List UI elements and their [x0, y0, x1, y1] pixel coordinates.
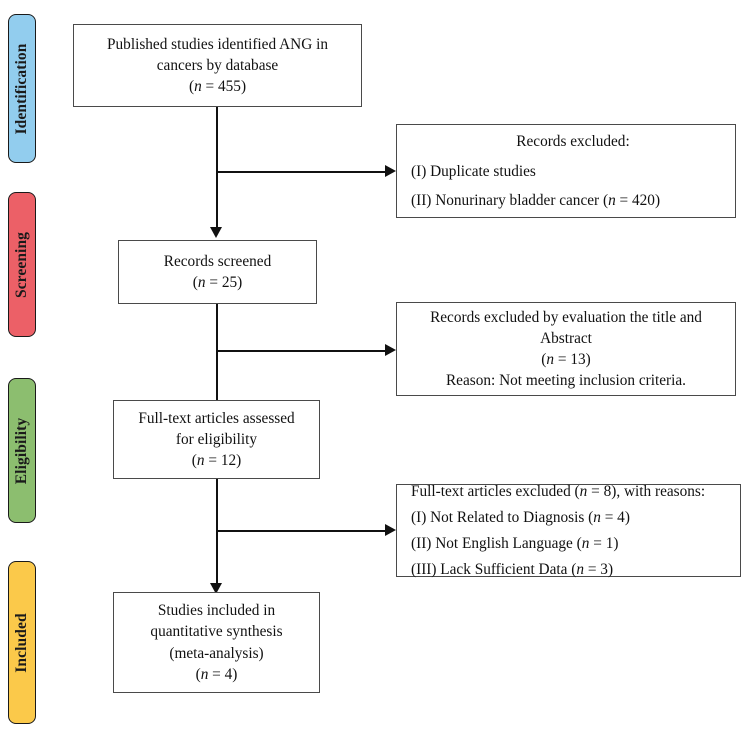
records-screened-line-1: Records screened — [163, 252, 272, 270]
excluded-title-abstract-line-2: Abstract — [540, 329, 592, 347]
exclusion-box-records-excluded: Records excluded: (I) Duplicate studies … — [396, 124, 736, 218]
records-screened-count: (n = 25) — [192, 274, 243, 291]
flow-box-studies-included: Studies included in quantitative synthes… — [113, 592, 320, 693]
fulltext-excluded-reason-1: (I) Not Related to Diagnosis (n = 4) — [411, 508, 630, 526]
stage-tab-included: Included — [8, 561, 36, 724]
identified-records-line-2: cancers by database — [156, 56, 279, 74]
excluded-title-abstract-reason: Reason: Not meeting inclusion criteria. — [445, 372, 686, 390]
connector-branch-records-excluded — [216, 171, 385, 173]
fulltext-excluded-header: Full-text articles excluded (n = 8), wit… — [411, 482, 706, 500]
identified-records-count: (n = 455) — [188, 78, 247, 96]
fulltext-excluded-reason-3: (III) Lack Sufficient Data (n = 3) — [411, 561, 614, 579]
flow-box-records-screened: Records screened (n = 25) — [118, 240, 317, 304]
stage-label-eligibility: Eligibility — [13, 417, 30, 484]
records-excluded-header: Records excluded: — [516, 132, 630, 150]
fulltext-excluded-reason-2: (II) Not English Language (n = 1) — [411, 535, 619, 552]
studies-included-line-3: (meta-analysis) — [169, 644, 264, 662]
connector-branch-fulltext-excluded — [216, 530, 385, 532]
stage-tab-identification: Identification — [8, 14, 36, 163]
stage-label-included: Included — [13, 612, 30, 673]
stage-tab-eligibility: Eligibility — [8, 378, 36, 523]
records-excluded-reason-2: (II) Nonurinary bladder cancer (n = 420) — [411, 192, 661, 210]
exclusion-box-fulltext-excluded: Full-text articles excluded (n = 8), wit… — [396, 482, 741, 579]
flow-box-fulltext-assessed: Full-text articles assessed for eligibil… — [113, 400, 320, 479]
stage-label-screening: Screening — [13, 231, 30, 298]
studies-included-count: (n = 4) — [195, 665, 238, 683]
studies-included-line-2: quantitative synthesis — [150, 623, 283, 641]
excluded-title-abstract-line-1: Records excluded by evaluation the title… — [430, 308, 702, 326]
stage-tab-screening: Screening — [8, 192, 36, 337]
fulltext-assessed-line-1: Full-text articles assessed — [138, 409, 295, 427]
connector-branch-excluded-title-abstract — [216, 350, 385, 352]
excluded-title-abstract-count: (n = 13) — [541, 351, 591, 368]
arrowhead-to-records-screened — [210, 227, 222, 238]
stage-label-identification: Identification — [13, 43, 30, 134]
exclusion-box-excluded-title-abstract: Records excluded by evaluation the title… — [396, 302, 736, 396]
records-excluded-reason-1: (I) Duplicate studies — [411, 162, 536, 180]
connector-identified-to-screened — [216, 107, 218, 227]
studies-included-line-1: Studies included in — [157, 602, 276, 620]
arrowhead-to-excluded-title-abstract — [385, 344, 396, 356]
arrowhead-to-fulltext-excluded — [385, 524, 396, 536]
identified-records-line-1: Published studies identified ANG in — [107, 35, 328, 53]
fulltext-assessed-count: (n = 12) — [191, 452, 242, 470]
connector-screened-to-fulltext — [216, 304, 218, 403]
arrowhead-to-records-excluded — [385, 165, 396, 177]
flow-box-identified-records: Published studies identified ANG in canc… — [73, 24, 362, 107]
arrowhead-to-studies-included — [210, 583, 222, 594]
fulltext-assessed-line-2: for eligibility — [175, 430, 258, 448]
